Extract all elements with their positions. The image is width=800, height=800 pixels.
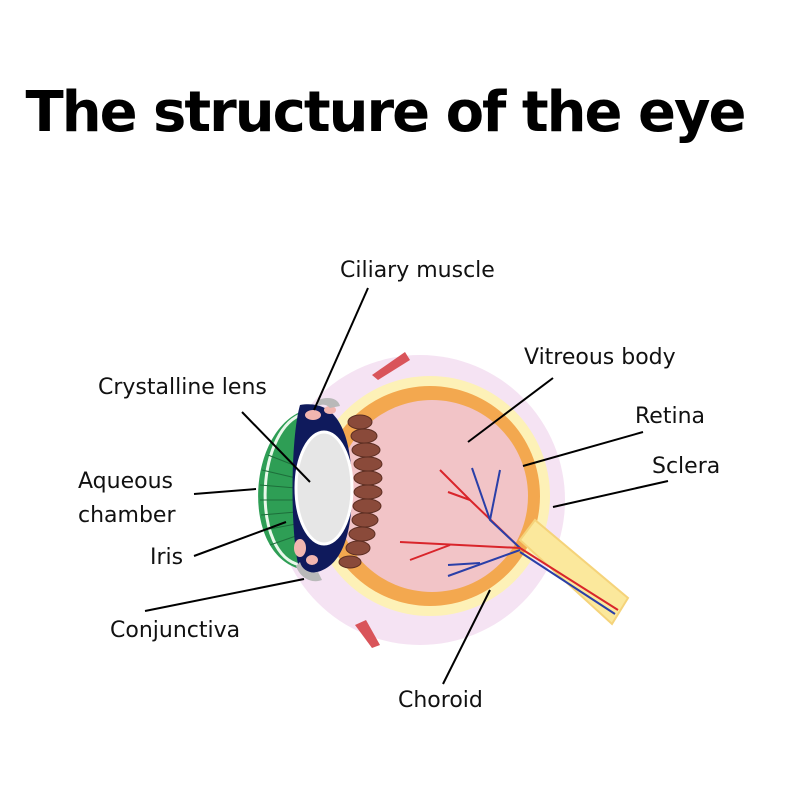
optic-nerve-vein xyxy=(519,551,616,615)
label-sclera: Sclera xyxy=(652,454,720,479)
label-retina: Retina xyxy=(635,404,705,429)
lower-eye-muscle xyxy=(355,620,380,648)
conjunctiva-upper-shape xyxy=(318,398,340,408)
leader-retina xyxy=(522,431,644,467)
leader-ciliary-muscle xyxy=(313,287,369,411)
iris-brown-segments xyxy=(338,414,383,569)
optic-nerve xyxy=(518,518,630,626)
cornea-highlight xyxy=(263,413,301,567)
label-vitreous-body: Vitreous body xyxy=(524,345,676,370)
vitreous-body-shape xyxy=(336,400,528,592)
label-ciliary-muscle: Ciliary muscle xyxy=(340,258,495,283)
leader-crystalline-lens xyxy=(241,411,311,483)
leader-aqueous-chamber xyxy=(193,488,257,495)
leader-vitreous-body xyxy=(467,377,554,443)
conjunctiva-shape xyxy=(296,562,322,582)
retina-vessels xyxy=(399,467,521,577)
crystalline-lens-shape xyxy=(294,430,354,546)
optic-nerve-artery xyxy=(519,547,619,611)
label-choroid: Choroid xyxy=(398,688,483,713)
ciliary-muscle-accents xyxy=(294,406,336,565)
leader-iris xyxy=(193,521,287,557)
label-aqueous-line1: Aqueous xyxy=(78,469,173,494)
label-conjunctiva: Conjunctiva xyxy=(110,618,240,643)
upper-eye-muscle xyxy=(372,352,410,380)
label-crystalline-lens: Crystalline lens xyxy=(98,375,267,400)
leader-choroid xyxy=(442,589,491,685)
page-title: The structure of the eye xyxy=(25,80,747,145)
label-iris: Iris xyxy=(150,545,183,570)
leader-sclera xyxy=(552,480,669,508)
leader-conjunctiva xyxy=(144,578,305,612)
label-aqueous-line2: chamber xyxy=(78,503,176,528)
